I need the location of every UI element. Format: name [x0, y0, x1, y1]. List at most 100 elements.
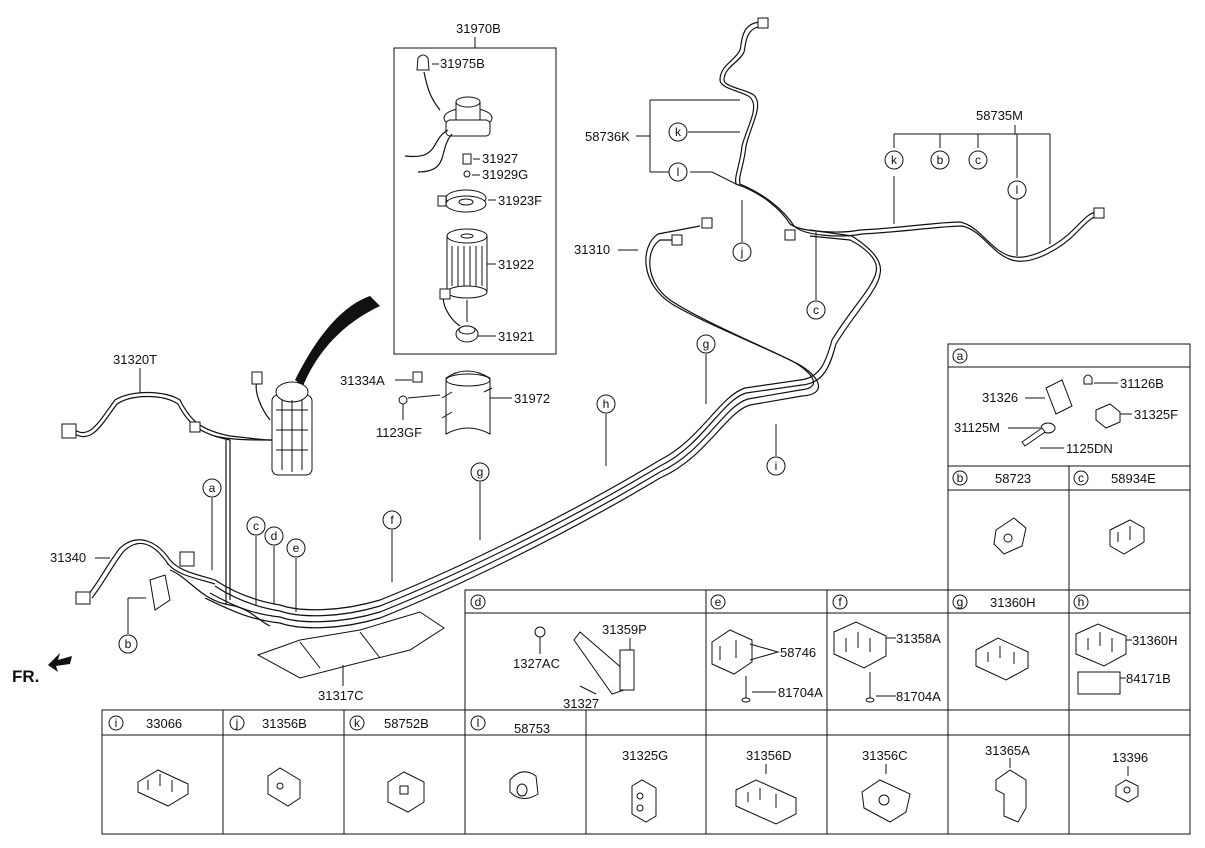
svg-text:g: g — [703, 337, 710, 351]
brake-line-fitting-icon — [757, 17, 769, 29]
label-31320T: 31320T — [113, 352, 157, 367]
label-58735M: 58735M — [976, 108, 1023, 123]
label-1123GF: 1123GF — [376, 425, 422, 440]
bracket-31972-group: 31334A 31972 1123GF — [340, 370, 550, 440]
connector-icon — [439, 288, 451, 300]
clip-58934E-icon — [1109, 519, 1145, 555]
bracket-31327-icon — [573, 631, 625, 695]
svg-text:c: c — [253, 519, 259, 533]
grommet-31125M-icon — [1040, 422, 1056, 434]
svg-text:c: c — [1078, 471, 1084, 485]
legend-part-31356C: 31356C — [862, 748, 908, 763]
legend-a-part-31325F: 31325F — [1134, 407, 1178, 422]
legend-b-part: 58723 — [995, 471, 1031, 486]
legend-c-part: 58934E — [1111, 471, 1156, 486]
pad-84171B-icon — [1077, 671, 1121, 695]
svg-text:g: g — [477, 465, 484, 479]
clip-33066-icon — [137, 769, 189, 807]
svg-text:e: e — [715, 595, 722, 609]
clip-31356B-icon — [267, 767, 301, 807]
label-31972: 31972 — [514, 391, 550, 406]
bracket-31326-icon — [1045, 379, 1073, 415]
label-31317C: 31317C — [318, 688, 364, 703]
oring-icon — [463, 170, 471, 178]
callout-a: a — [202, 478, 222, 498]
brake-lines — [719, 17, 1105, 262]
callout-l-right: l — [1007, 180, 1027, 200]
svg-text:i: i — [115, 716, 118, 730]
heat-shield-icon — [256, 611, 445, 679]
callout-c-right: c — [968, 150, 988, 170]
callout-b-right: b — [930, 150, 950, 170]
diagram-callouts: k l k b c l j c g h i g f a c d e b — [118, 122, 1027, 654]
callout-l-top: l — [668, 162, 688, 182]
clip-31325G-icon — [631, 779, 657, 823]
brake-line-fitting-2-icon — [1093, 207, 1105, 219]
label-31927: 31927 — [482, 151, 518, 166]
svg-text:b: b — [125, 637, 132, 651]
pointer-arrow — [295, 296, 380, 386]
label-31921: 31921 — [498, 329, 534, 344]
legend-a-part-31125M: 31125M — [954, 420, 1000, 435]
svg-text:l: l — [677, 165, 680, 179]
hose-31320T-group: 31320T — [61, 352, 273, 441]
label-31310: 31310 — [574, 242, 610, 257]
legend-a-part-31326: 31326 — [982, 390, 1018, 405]
bolt-1125DN-icon — [1021, 427, 1046, 447]
clamp-31325F-icon — [1095, 403, 1121, 429]
svg-text:j: j — [740, 245, 744, 259]
svg-text:i: i — [775, 459, 778, 473]
legend-h-part-31360H: 31360H — [1132, 633, 1178, 648]
clip-31365A-icon — [995, 769, 1027, 823]
filter-bracket-icon — [445, 370, 491, 435]
legend-h-part-84171B: 84171B — [1126, 671, 1171, 686]
svg-text:g: g — [957, 595, 964, 609]
front-arrow-icon — [48, 653, 72, 672]
label-31923F: 31923F — [498, 193, 542, 208]
svg-text:c: c — [813, 303, 819, 317]
bolt-31126B-icon — [1083, 374, 1093, 385]
heat-shield-group: 31317C — [256, 611, 445, 703]
legend-a-part-1125DN: 1125DN — [1066, 441, 1113, 456]
label-31975B: 31975B — [440, 56, 485, 71]
svg-text:k: k — [354, 716, 361, 730]
callout-g-mid: g — [470, 462, 490, 482]
callout-c-mid: c — [806, 300, 826, 320]
callout-k-top: k — [668, 122, 688, 142]
legend-part-31365A: 31365A — [985, 743, 1030, 758]
line-end-fitting-2-icon — [701, 217, 713, 229]
legend-d-part-1327AC: 1327AC — [513, 656, 560, 671]
hose-connector-icon — [61, 423, 77, 439]
legend-l-part: 58753 — [514, 721, 550, 736]
legend-j-part: 31356B — [262, 716, 307, 731]
legend-i-part: 33066 — [146, 716, 182, 731]
legend-d-part-31359P: 31359P — [602, 622, 647, 637]
callout-i: i — [766, 456, 786, 476]
legend-f-part-81704A: 81704A — [896, 689, 941, 704]
clamp-31359P-icon — [619, 649, 635, 691]
legend-part-13396: 13396 — [1112, 750, 1148, 765]
legend-f-part-31358A: 31358A — [896, 631, 941, 646]
svg-text:k: k — [891, 153, 898, 167]
svg-text:f: f — [838, 595, 842, 609]
fuel-lines — [149, 217, 882, 629]
legend-g-part: 31360H — [990, 595, 1036, 610]
nut-1327AC-icon — [534, 626, 546, 638]
clip-31360H-icon — [975, 637, 1029, 681]
legend-a-part-31126B: 31126B — [1120, 376, 1164, 391]
label-31340: 31340 — [50, 550, 86, 565]
legend-e-part-58746: 58746 — [780, 645, 816, 660]
callout-d: d — [264, 526, 284, 546]
legend-part-31325G: 31325G — [622, 748, 668, 763]
line-end-fitting-icon — [671, 234, 683, 246]
svg-text:e: e — [293, 541, 300, 555]
bolt-icon — [462, 153, 472, 165]
callout-f: f — [382, 510, 402, 530]
svg-text:c: c — [975, 153, 981, 167]
svg-text:f: f — [390, 513, 394, 527]
callout-c-left: c — [246, 516, 266, 536]
hose-31340-group: 31340 — [50, 539, 216, 605]
bolt-1123GF-icon — [398, 395, 408, 405]
legend-e-part-81704A: 81704A — [778, 685, 823, 700]
